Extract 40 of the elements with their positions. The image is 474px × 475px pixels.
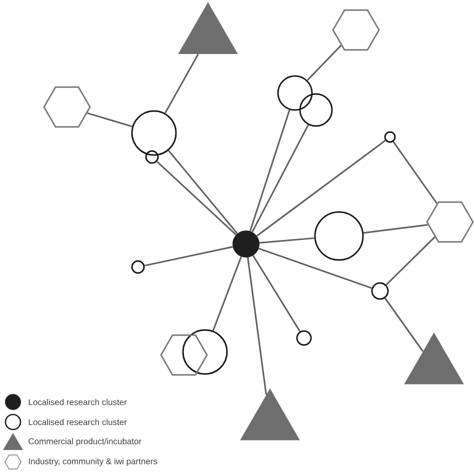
connector-line [212,256,242,332]
connector-line [306,44,342,81]
legend-text: Commercial product/incubator [28,438,142,446]
connector-line [144,246,233,266]
legend-text: Localised research cluster [28,398,127,406]
open-circle [296,330,312,346]
hexagon [332,9,380,51]
connector-line [168,150,238,234]
hexagon [160,334,208,376]
open-circle [182,329,228,375]
hexagon [43,86,91,128]
open-circle [131,260,145,274]
open-circle [299,93,333,127]
connector-line [258,248,372,289]
connector-line [164,54,199,114]
connector-line [252,124,309,232]
connector-line [252,255,301,332]
connector-line [87,112,132,128]
connector-line [249,110,290,232]
connector-line [384,298,424,352]
triangle [404,332,464,384]
connector-line [259,237,314,244]
open-circle [314,211,364,261]
legend-text: Localised research cluster [28,418,127,426]
triangle [178,2,238,54]
open-circle [384,131,396,143]
open-circle [371,282,389,300]
filled-circle [232,230,260,258]
connector-line [392,141,438,204]
hexagon [426,201,474,243]
open-circle [277,75,313,111]
connector-line [363,224,428,234]
open-circle [131,110,177,156]
triangle [240,388,300,440]
connector-line [256,140,386,237]
connector-line [156,161,237,236]
legend-text: Industry, community & iwi partners [28,458,158,466]
open-circle [145,150,159,164]
connector-line [386,236,436,286]
connector-line [247,257,267,395]
